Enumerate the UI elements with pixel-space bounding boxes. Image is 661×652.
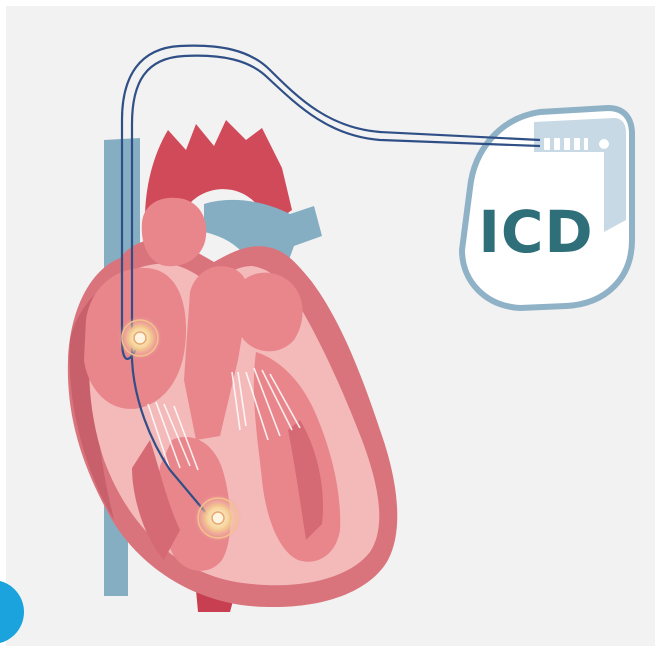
corner-badge — [0, 580, 24, 644]
electrode-ventricle — [194, 494, 242, 542]
device-label: ICD — [478, 198, 593, 266]
electrode-atrium — [118, 316, 162, 360]
